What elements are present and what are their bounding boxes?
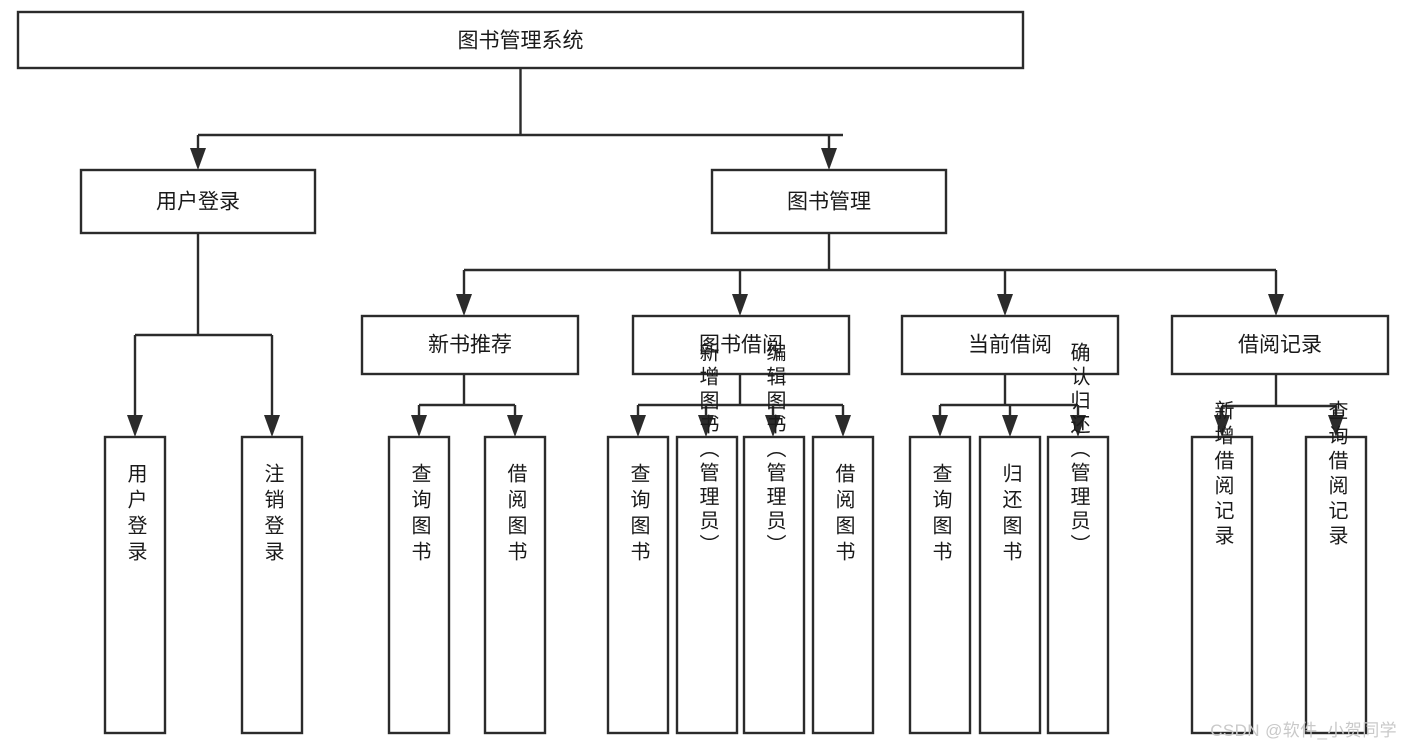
- leaf-book-borrow-borrow-label: 借阅图书: [832, 463, 855, 567]
- leaf-new-book-borrow-box[interactable]: [483, 435, 547, 735]
- leaf-current-borrow-return-box[interactable]: [978, 435, 1042, 735]
- arrow-borrow-record-leaf-1: [1214, 415, 1230, 437]
- node-new-book-recommend-box[interactable]: [360, 314, 580, 376]
- arrow-to-current-borrow: [997, 294, 1013, 316]
- node-current-borrow[interactable]: 当前借阅: [900, 314, 1120, 376]
- leaf-borrow-record-query[interactable]: 查询借阅记录: [1304, 400, 1368, 735]
- leaf-new-book-query-box[interactable]: [387, 435, 451, 735]
- leaf-book-borrow-query-box[interactable]: [606, 435, 670, 735]
- node-user-login-box[interactable]: [79, 168, 317, 235]
- leaf-borrow-record-query-box[interactable]: [1304, 435, 1368, 735]
- leaf-current-borrow-return-label: 归还图书: [999, 463, 1022, 567]
- node-root-system-box[interactable]: [16, 10, 1025, 70]
- leaf-new-book-query[interactable]: 查询图书: [387, 435, 451, 735]
- leaf-borrow-record-query-label: 查询借阅记录: [1325, 400, 1348, 550]
- leaf-user-login-login[interactable]: 用户登录: [103, 435, 167, 735]
- node-book-management[interactable]: 图书管理: [710, 168, 948, 235]
- leaf-current-borrow-confirm-box[interactable]: [1046, 435, 1110, 735]
- arrow-current-borrow-leaf-3: [1070, 415, 1086, 437]
- arrow-root-to-book-mgmt: [821, 148, 837, 170]
- node-new-book-recommend-label: 新书推荐: [428, 334, 512, 357]
- connector-layer: [127, 68, 1344, 437]
- node-current-borrow-box[interactable]: [900, 314, 1120, 376]
- leaf-book-borrow-edit[interactable]: 编辑图书（管理员）: [742, 342, 806, 735]
- leaf-book-borrow-add-label: 新增图书（管理员）: [696, 342, 719, 558]
- leaf-book-borrow-borrow-box[interactable]: [811, 435, 875, 735]
- node-root-system[interactable]: 图书管理系统: [16, 10, 1025, 70]
- leaf-borrow-record-add[interactable]: 新增借阅记录: [1190, 400, 1254, 735]
- arrow-to-book-borrow: [732, 294, 748, 316]
- leaf-book-borrow-borrow[interactable]: 借阅图书: [811, 435, 875, 735]
- arrow-user-login-leaf-1: [127, 415, 143, 437]
- leaf-current-borrow-return[interactable]: 归还图书: [978, 435, 1042, 735]
- leaf-user-login-logout[interactable]: 注销登录: [240, 435, 304, 735]
- csdn-watermark: CSDN @软件_小贺同学: [1210, 721, 1397, 740]
- leaf-book-borrow-query-label: 查询图书: [627, 463, 650, 567]
- node-book-management-label: 图书管理: [787, 191, 871, 214]
- leaf-current-borrow-query-box[interactable]: [908, 435, 972, 735]
- arrow-current-borrow-leaf-1: [932, 415, 948, 437]
- leaf-book-borrow-edit-label: 编辑图书（管理员）: [763, 342, 786, 558]
- leaf-book-borrow-add-box[interactable]: [675, 435, 739, 735]
- node-user-login-label: 用户登录: [156, 191, 240, 214]
- node-book-borrow-box[interactable]: [631, 314, 851, 376]
- node-user-login[interactable]: 用户登录: [79, 168, 317, 235]
- leaf-current-borrow-query-label: 查询图书: [929, 463, 952, 567]
- leaf-book-borrow-query[interactable]: 查询图书: [606, 435, 670, 735]
- node-new-book-recommend[interactable]: 新书推荐: [360, 314, 580, 376]
- arrow-to-new-book-recommend: [456, 294, 472, 316]
- leaf-book-borrow-edit-box[interactable]: [742, 435, 806, 735]
- arrow-book-borrow-leaf-2: [698, 415, 714, 437]
- leaf-borrow-record-add-label: 新增借阅记录: [1211, 400, 1234, 550]
- arrow-root-to-user-login: [190, 148, 206, 170]
- arrow-book-borrow-leaf-4: [835, 415, 851, 437]
- node-root-system-label: 图书管理系统: [458, 30, 584, 53]
- leaf-user-login-login-box[interactable]: [103, 435, 167, 735]
- node-borrow-record-label: 借阅记录: [1238, 334, 1322, 357]
- node-book-management-box[interactable]: [710, 168, 948, 235]
- node-book-borrow[interactable]: 图书借阅: [631, 314, 851, 376]
- arrow-book-borrow-leaf-3: [765, 415, 781, 437]
- leaf-current-borrow-confirm-label: 确认归还（管理员）: [1067, 342, 1090, 558]
- leaf-new-book-borrow[interactable]: 借阅图书: [483, 435, 547, 735]
- leaf-book-borrow-add[interactable]: 新增图书（管理员）: [675, 342, 739, 735]
- arrow-book-borrow-leaf-1: [630, 415, 646, 437]
- leaf-current-borrow-query[interactable]: 查询图书: [908, 435, 972, 735]
- node-current-borrow-label: 当前借阅: [968, 334, 1052, 357]
- node-borrow-record[interactable]: 借阅记录: [1170, 314, 1390, 376]
- leaf-current-borrow-confirm[interactable]: 确认归还（管理员）: [1046, 342, 1110, 735]
- leaf-borrow-record-add-box[interactable]: [1190, 435, 1254, 735]
- arrow-new-book-leaf-1: [411, 415, 427, 437]
- arrow-current-borrow-leaf-2: [1002, 415, 1018, 437]
- leaf-new-book-borrow-label: 借阅图书: [504, 463, 527, 567]
- leaf-new-book-query-label: 查询图书: [408, 463, 431, 567]
- node-borrow-record-box[interactable]: [1170, 314, 1390, 376]
- arrow-to-borrow-record: [1268, 294, 1284, 316]
- leaf-user-login-login-label: 用户登录: [124, 463, 147, 567]
- leaf-user-login-logout-box[interactable]: [240, 435, 304, 735]
- arrow-borrow-record-leaf-2: [1328, 415, 1344, 437]
- leaf-user-login-logout-label: 注销登录: [261, 463, 284, 567]
- arrow-user-login-leaf-2: [264, 415, 280, 437]
- node-book-borrow-label: 图书借阅: [699, 334, 783, 357]
- arrow-new-book-leaf-2: [507, 415, 523, 437]
